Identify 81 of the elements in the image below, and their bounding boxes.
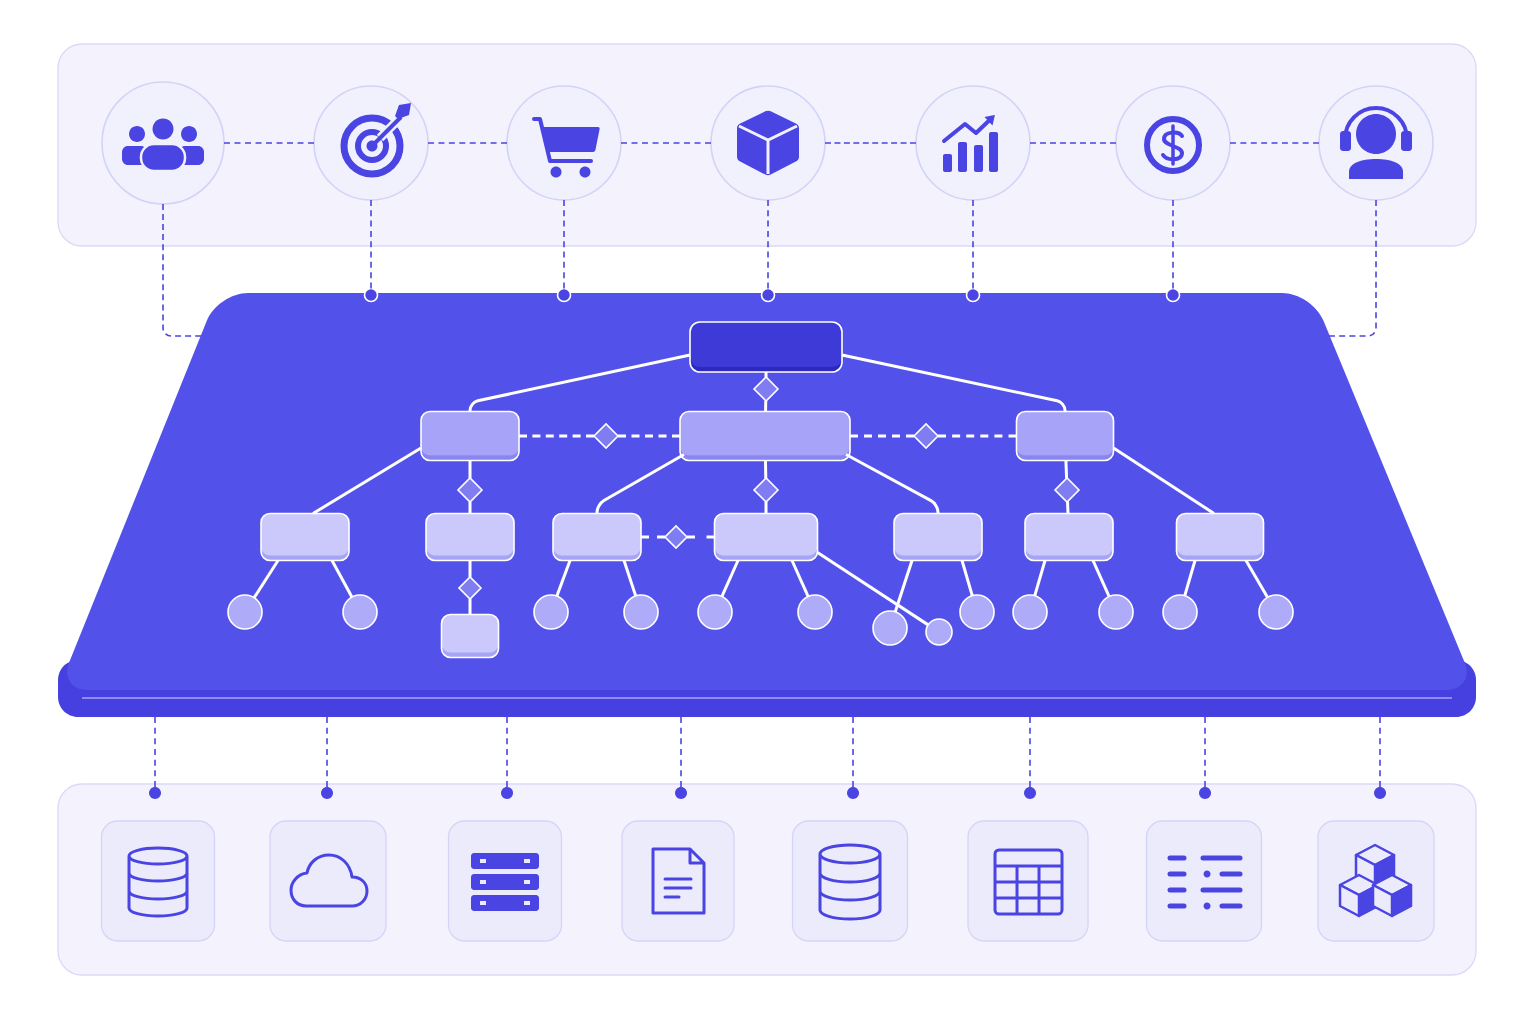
- connector: [841, 353, 1067, 412]
- dashed-line: [852, 716, 854, 788]
- connector: [595, 453, 685, 514]
- root-box: [689, 321, 843, 373]
- dashed-line: [850, 434, 914, 438]
- tree-box: [713, 512, 819, 562]
- dashed-line: [641, 535, 665, 539]
- leaf-circle: [697, 594, 733, 630]
- dashed-line: [519, 434, 594, 438]
- connector: [960, 560, 974, 597]
- dashed-line: [1229, 142, 1320, 144]
- leaf-circle: [1162, 594, 1198, 630]
- connector: [764, 502, 768, 514]
- leaf-circle: [623, 594, 659, 630]
- dashed-line: [506, 716, 508, 788]
- connector: [845, 453, 940, 514]
- connector: [1064, 460, 1069, 479]
- dashed-line: [1379, 716, 1381, 788]
- tree-box: [420, 410, 520, 462]
- connector: [816, 551, 929, 627]
- dashed-line: [154, 716, 156, 788]
- connector: [312, 446, 422, 515]
- dashed-line: [563, 199, 565, 290]
- leaf-circle: [872, 610, 908, 646]
- connector: [1091, 559, 1111, 598]
- connector: [764, 400, 768, 412]
- dashed-line: [427, 142, 508, 144]
- dashed-line: [618, 434, 680, 438]
- connector: [252, 559, 280, 599]
- tree-box: [1015, 410, 1115, 462]
- dashed-line: [938, 434, 1017, 438]
- connector: [622, 560, 638, 597]
- leaf-circle: [1012, 594, 1048, 630]
- leaf-circle: [227, 594, 263, 630]
- dashed-line: [824, 142, 917, 144]
- connector: [1183, 560, 1197, 597]
- connector: [468, 502, 472, 514]
- connector: [764, 372, 768, 377]
- dashed-line: [972, 199, 974, 290]
- connector: [468, 599, 472, 615]
- tree-box: [440, 613, 500, 659]
- connector: [468, 353, 691, 412]
- connector: [468, 560, 472, 577]
- dashed-line: [1328, 199, 1377, 337]
- connector: [763, 460, 768, 479]
- dashed-line: [767, 199, 769, 290]
- dashed-line: [680, 716, 682, 788]
- tree-box: [552, 512, 642, 562]
- connector: [790, 559, 810, 598]
- leaf-circle: [342, 594, 378, 630]
- tree-box: [260, 512, 350, 562]
- leaf-circle: [797, 594, 833, 630]
- dashed-line: [162, 203, 202, 337]
- dashed-line: [1172, 199, 1174, 290]
- leaf-circle: [1098, 594, 1134, 630]
- connector: [555, 559, 572, 597]
- tree-box: [893, 512, 983, 562]
- connector: [1066, 501, 1070, 514]
- connector: [720, 559, 740, 598]
- connector: [1033, 560, 1047, 597]
- dashed-line: [1029, 716, 1031, 788]
- dashed-line: [326, 716, 328, 788]
- connector: [468, 460, 472, 478]
- connector: [330, 559, 354, 598]
- dashed-line: [223, 142, 315, 144]
- dashed-line: [1029, 142, 1117, 144]
- tree-box: [1175, 512, 1265, 562]
- connector: [1112, 446, 1215, 515]
- tree-box: [1024, 512, 1114, 562]
- tree-box: [425, 512, 515, 562]
- tree-box: [679, 410, 851, 462]
- leaf-circle: [925, 618, 953, 646]
- connector: [893, 560, 914, 613]
- connector: [1244, 559, 1269, 599]
- leaf-circle: [1258, 594, 1294, 630]
- leaf-circle: [959, 594, 995, 630]
- dashed-line: [370, 199, 372, 290]
- dashed-line: [687, 535, 715, 539]
- dashed-line: [620, 142, 712, 144]
- leaf-circle: [533, 594, 569, 630]
- dashed-line: [1204, 716, 1206, 788]
